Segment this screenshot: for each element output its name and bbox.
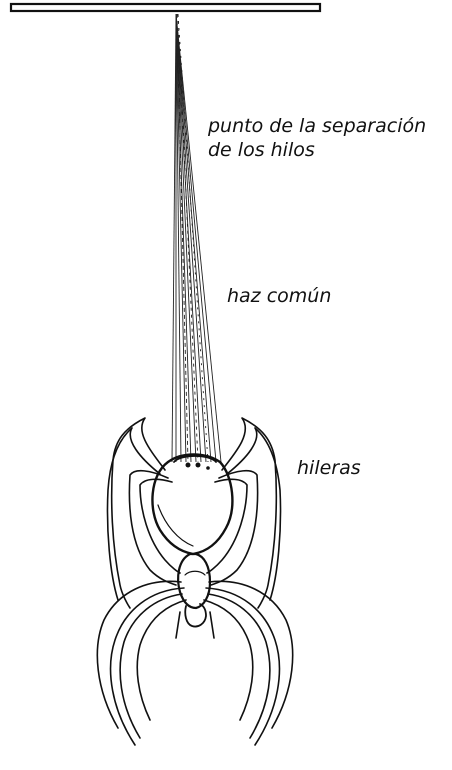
- spider-hind-legs: [97, 581, 292, 745]
- separation-point-label-line1: punto de la separación: [208, 115, 426, 139]
- silk-thread-bundle: [172, 14, 221, 462]
- common-bundle-label: haz común: [227, 285, 331, 309]
- support-bar: [11, 4, 320, 11]
- spider-front-legs: [107, 418, 280, 608]
- separation-point-label-line2: de los hilos: [208, 139, 426, 163]
- separation-point-label: punto de la separación de los hilos: [208, 115, 426, 163]
- spinnerets-label: hileras: [297, 457, 361, 481]
